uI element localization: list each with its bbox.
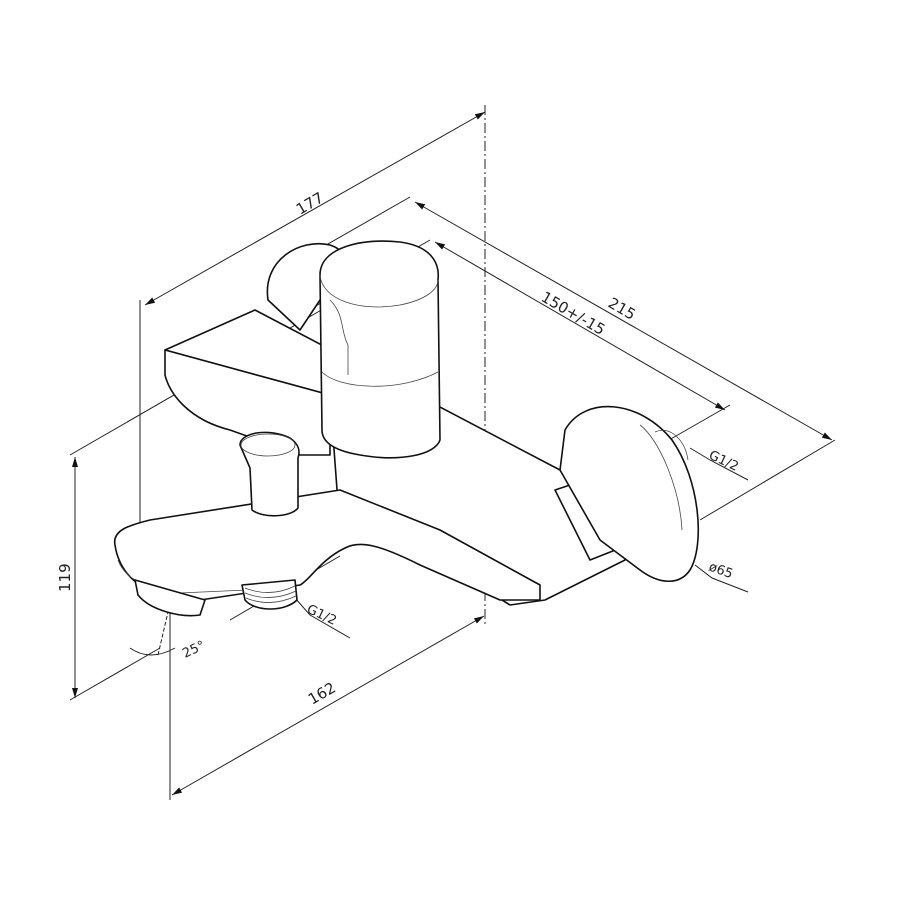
leader-g12-outlet [294,597,351,639]
escutcheon-diameter-label: ø65 [707,560,735,582]
dim-119-label: 119 [56,563,74,592]
angle-arc [129,647,176,656]
leader-d65 [694,564,749,593]
dim-150-line [434,241,726,411]
dim-215-line [414,201,833,441]
spout-angle-label: 25° [180,638,207,661]
dim-177-label: 177 [293,189,327,219]
inlet-thread-label: G1/2 [706,448,740,475]
dim-162-label: 162 [305,679,339,709]
dim-150-label: 150+/-15 [538,288,608,339]
dim-215-label: 215 [605,294,639,324]
dim-162-line [171,615,485,796]
faucet-body [114,240,700,617]
dim-177-line [144,111,486,306]
outlet-thread-label: G1/2 [304,602,338,629]
